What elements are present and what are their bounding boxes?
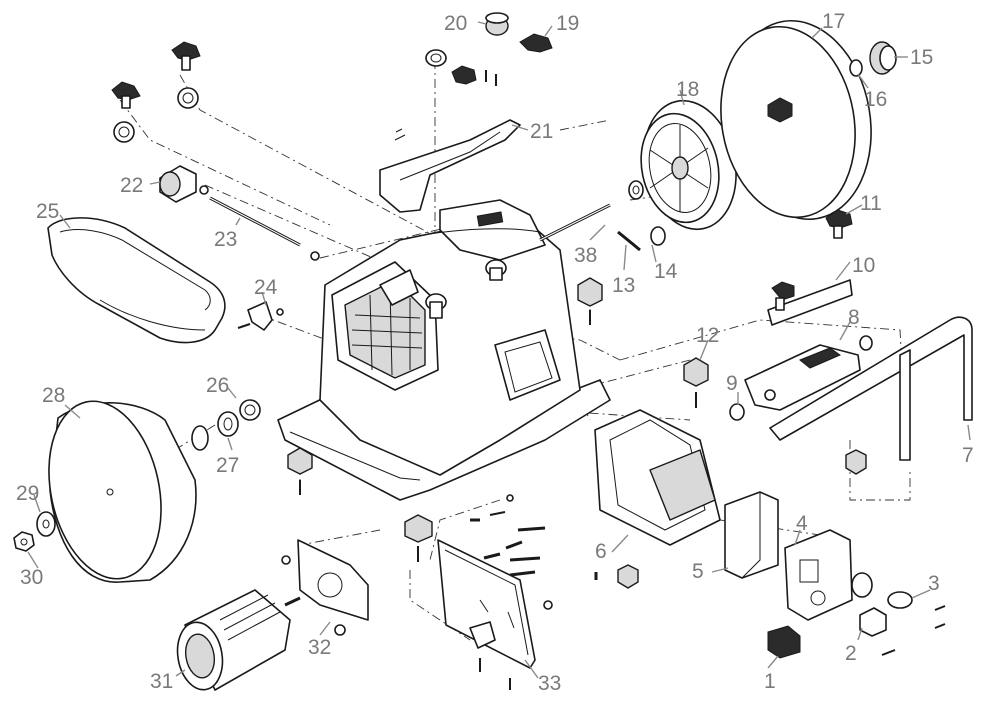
label-part-27: 27 <box>216 454 239 477</box>
part-25-water-trough <box>47 217 226 344</box>
cable-grommets <box>617 449 867 589</box>
label-part-20: 20 <box>444 12 467 35</box>
label-part-31: 31 <box>150 670 173 693</box>
label-part-23: 23 <box>214 228 237 251</box>
label-part-24: 24 <box>254 276 278 299</box>
part-5-capacitor <box>724 491 779 579</box>
part-28-grindstone <box>48 400 197 583</box>
part-31-motor <box>176 589 301 691</box>
part-15-16-knob-washer <box>849 41 897 77</box>
part-17-honing-wheel <box>720 19 872 221</box>
part-8-holder <box>744 335 873 411</box>
label-part-29: 29 <box>16 482 39 505</box>
part-number-labels: 1 2 3 4 5 6 7 8 9 10 11 12 13 14 15 16 1… <box>16 10 974 695</box>
label-part-7: 7 <box>962 444 974 467</box>
label-part-13: 13 <box>612 274 635 297</box>
part-18-leather-wheel <box>640 99 737 231</box>
part-1-2-3-switch-parts <box>767 572 946 659</box>
label-part-18: 18 <box>676 78 699 101</box>
label-part-25: 25 <box>36 200 59 223</box>
label-part-28: 28 <box>42 384 65 407</box>
label-part-12: 12 <box>696 324 719 347</box>
part-33-base-plate <box>437 539 536 669</box>
label-part-26: 26 <box>206 374 229 397</box>
label-part-11: 11 <box>860 192 882 215</box>
screws <box>470 494 598 690</box>
label-part-1: 1 <box>764 670 776 693</box>
label-part-4: 4 <box>796 512 808 535</box>
label-part-6: 6 <box>595 540 607 563</box>
label-part-19: 19 <box>556 12 579 35</box>
label-part-21: 21 <box>530 120 553 143</box>
part-13-14-38-shaft-parts <box>617 180 666 252</box>
part-32-motor-flange <box>281 539 369 636</box>
part-29-30-washer-nut <box>13 511 56 552</box>
part-19-20-top-knobs <box>425 12 553 86</box>
knob-parts-top-left <box>111 41 201 143</box>
label-part-10: 10 <box>852 254 875 277</box>
label-part-15: 15 <box>910 46 933 69</box>
part-9-10-11-clamps <box>729 209 853 421</box>
part-26-27-flange <box>191 399 261 451</box>
label-part-3: 3 <box>928 572 940 595</box>
rubber-feet <box>287 277 709 562</box>
label-part-22: 22 <box>120 174 143 197</box>
label-part-8: 8 <box>848 306 860 329</box>
label-part-17: 17 <box>822 10 845 33</box>
label-part-33: 33 <box>538 672 561 695</box>
part-7-rail <box>769 316 973 461</box>
label-part-5: 5 <box>692 560 704 583</box>
label-part-14: 14 <box>654 260 678 283</box>
label-part-32: 32 <box>308 636 331 659</box>
part-24-clip <box>237 301 284 331</box>
label-part-16: 16 <box>864 88 887 111</box>
part-4-switch-plate <box>784 529 853 621</box>
part-21-carry-handle <box>379 119 521 213</box>
label-part-9: 9 <box>726 372 738 395</box>
main-housing <box>277 199 611 501</box>
label-part-38: 38 <box>574 244 597 267</box>
label-part-30: 30 <box>20 566 43 589</box>
label-part-2: 2 <box>845 642 857 665</box>
leader-lines <box>27 21 971 679</box>
part-22-23-shaft <box>159 165 320 261</box>
part-6-motor-cover <box>594 409 721 546</box>
